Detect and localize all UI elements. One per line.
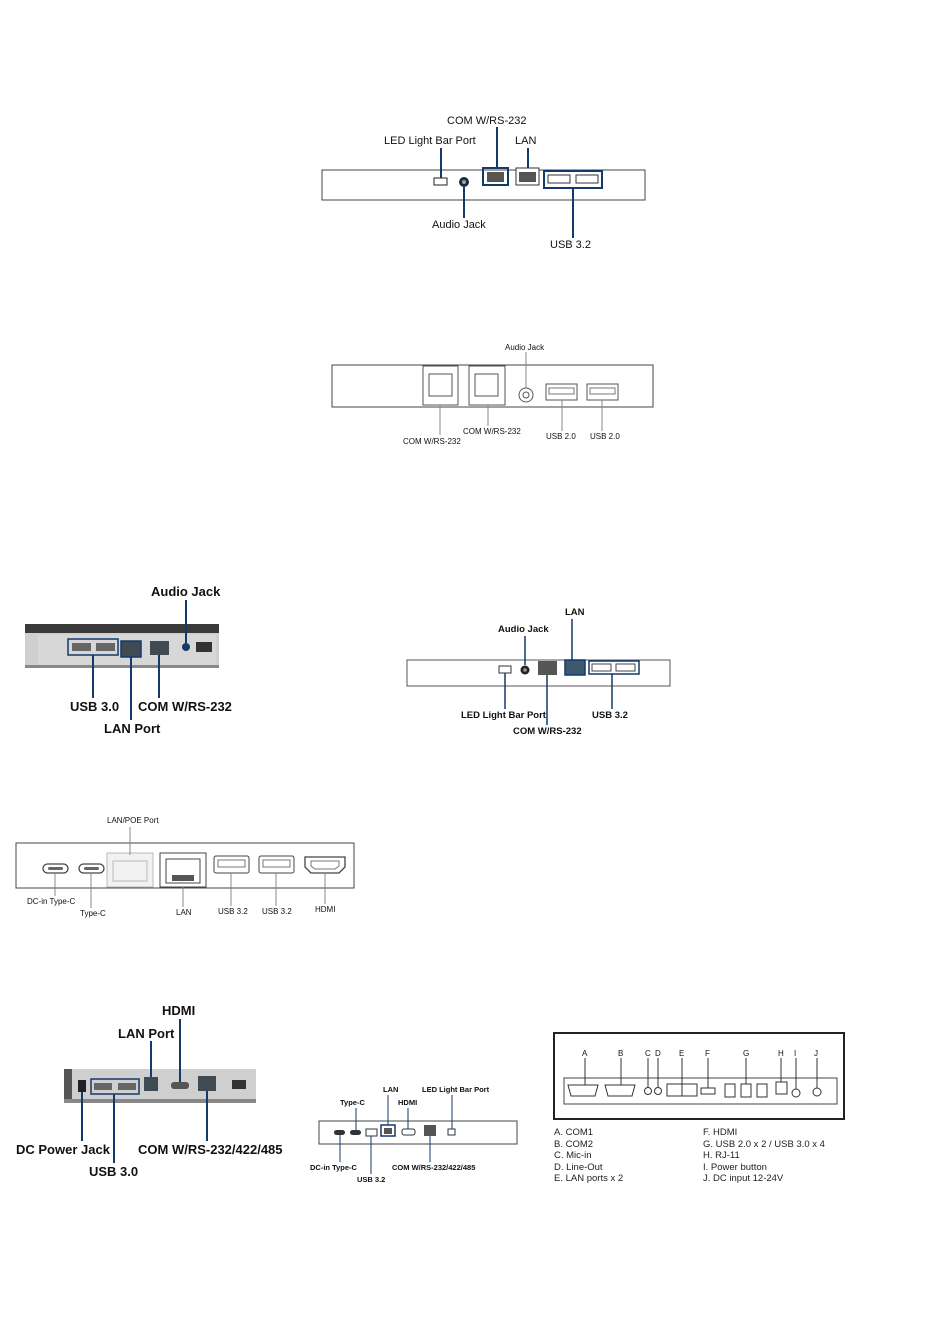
label-dc-in-type-c: DC-in Type-C <box>27 897 76 906</box>
legend-item: H. RJ-11 <box>703 1150 740 1161</box>
label-hdmi: HDMI <box>398 1098 418 1107</box>
label-audio-jack: Audio Jack <box>151 584 221 599</box>
panel-led-com-lan-usb32: COM W/RS-232 LED Light Bar Port LAN Audi… <box>0 0 950 270</box>
panel-dc-usb30-lan-hdmi-com: HDMI LAN Port DC Power Jack USB 3.0 COM … <box>0 995 300 1185</box>
panel3-drawing <box>25 600 219 720</box>
label-hdmi: HDMI <box>162 1003 196 1018</box>
legend-item: G. USB 2.0 x 2 / USB 3.0 x 4 <box>703 1138 825 1150</box>
label-lan: LAN <box>565 607 585 618</box>
label-lan-port: LAN Port <box>104 721 161 736</box>
label-com-rs232-2: COM W/RS-232 <box>463 427 521 436</box>
panel-typec-lanpoe-usb-hdmi: LAN/POE Port DC-in Type-C Type-C LAN USB… <box>0 805 380 925</box>
panel-usb30-lan-com-audio: Audio Jack USB 3.0 COM W/RS-232 LAN Port <box>0 580 300 740</box>
letter-h: H <box>778 1049 784 1058</box>
label-lan: LAN <box>176 908 192 917</box>
letter-c: C <box>645 1049 651 1058</box>
label-com-rs232: COM W/RS-232 <box>513 726 582 737</box>
letter-e: E <box>679 1049 685 1058</box>
label-hdmi: HDMI <box>315 905 336 914</box>
panel1-drawing <box>321 127 646 238</box>
label-usb20-1: USB 2.0 <box>546 432 576 441</box>
label-audio-jack: Audio Jack <box>432 219 486 231</box>
panel-lettered-io: A B C D E F G H I J A. COM1 B. COM2 C. M… <box>550 1030 850 1190</box>
letter-f: F <box>705 1049 710 1058</box>
legend-item: B. COM2 <box>554 1138 594 1150</box>
legend-item: I. Power button <box>703 1161 767 1173</box>
label-com-rs232-1: COM W/RS-232 <box>403 437 461 446</box>
letter-j: J <box>814 1049 818 1058</box>
panel-com-audio-usb20: Audio Jack COM W/RS-232 COM W/RS-232 USB… <box>0 330 950 460</box>
panel5-drawing <box>15 827 355 908</box>
panel-led-audio-lan-usb32: LAN Audio Jack LED Light Bar Port USB 3.… <box>380 600 700 750</box>
label-type-c: Type-C <box>80 909 106 918</box>
label-com-rs232: COM W/RS-232 <box>447 115 527 127</box>
label-com-rs232-422-485: COM W/RS-232/422/485 <box>138 1142 283 1157</box>
legend-item: F. HDMI <box>703 1127 738 1138</box>
panel8-drawing <box>553 1032 845 1120</box>
panel-typec-usb-lan-hdmi-com-led: LAN LED Light Bar Port Type-C HDMI DC-in… <box>300 1075 540 1185</box>
legend-left: A. COM1 B. COM2 C. Mic-in D. Line-Out E.… <box>554 1127 623 1185</box>
label-audio-jack: Audio Jack <box>498 624 549 635</box>
label-led-light-bar-port: LED Light Bar Port <box>461 710 546 721</box>
label-led-light-bar-port: LED Light Bar Port <box>422 1085 490 1094</box>
label-dc-power-jack: DC Power Jack <box>16 1142 110 1157</box>
label-usb30: USB 3.0 <box>70 699 120 714</box>
letter-b: B <box>618 1049 624 1058</box>
label-usb32: USB 3.2 <box>357 1175 386 1184</box>
letter-g: G <box>743 1049 750 1058</box>
label-lan: LAN <box>515 135 537 147</box>
panel4-drawing <box>406 619 671 725</box>
label-lan: LAN <box>383 1085 399 1094</box>
label-com-rs232-422-485: COM W/RS-232/422/485 <box>392 1163 476 1172</box>
label-usb32-2: USB 3.2 <box>262 907 292 916</box>
label-usb32: USB 3.2 <box>550 239 591 251</box>
label-audio-jack: Audio Jack <box>505 343 545 352</box>
label-usb30: USB 3.0 <box>89 1164 139 1179</box>
label-com-rs232: COM W/RS-232 <box>138 699 232 714</box>
legend-item: D. Line-Out <box>554 1161 603 1173</box>
label-dc-in-type-c: DC-in Type-C <box>310 1163 357 1172</box>
label-lan-port: LAN Port <box>118 1026 175 1041</box>
panel2-drawing <box>331 352 654 435</box>
label-led-light-bar-port: LED Light Bar Port <box>384 135 476 147</box>
legend-item: J. DC input 12-24V <box>703 1173 784 1184</box>
legend-item: E. LAN ports x 2 <box>554 1173 624 1184</box>
legend-item: C. Mic-in <box>554 1150 592 1161</box>
label-usb32-1: USB 3.2 <box>218 907 248 916</box>
label-lan-poe-port: LAN/POE Port <box>107 816 159 825</box>
legend-item: A. COM1 <box>554 1127 594 1138</box>
letter-d: D <box>655 1049 661 1058</box>
label-usb20-2: USB 2.0 <box>590 432 620 441</box>
label-usb32: USB 3.2 <box>592 710 628 721</box>
letter-a: A <box>582 1049 588 1058</box>
panel6-drawing <box>64 1019 256 1163</box>
legend-right: F. HDMI G. USB 2.0 x 2 / USB 3.0 x 4 H. … <box>703 1127 825 1185</box>
letter-i: I <box>794 1049 797 1058</box>
label-type-c: Type-C <box>340 1098 365 1107</box>
panel7-drawing <box>318 1095 518 1174</box>
